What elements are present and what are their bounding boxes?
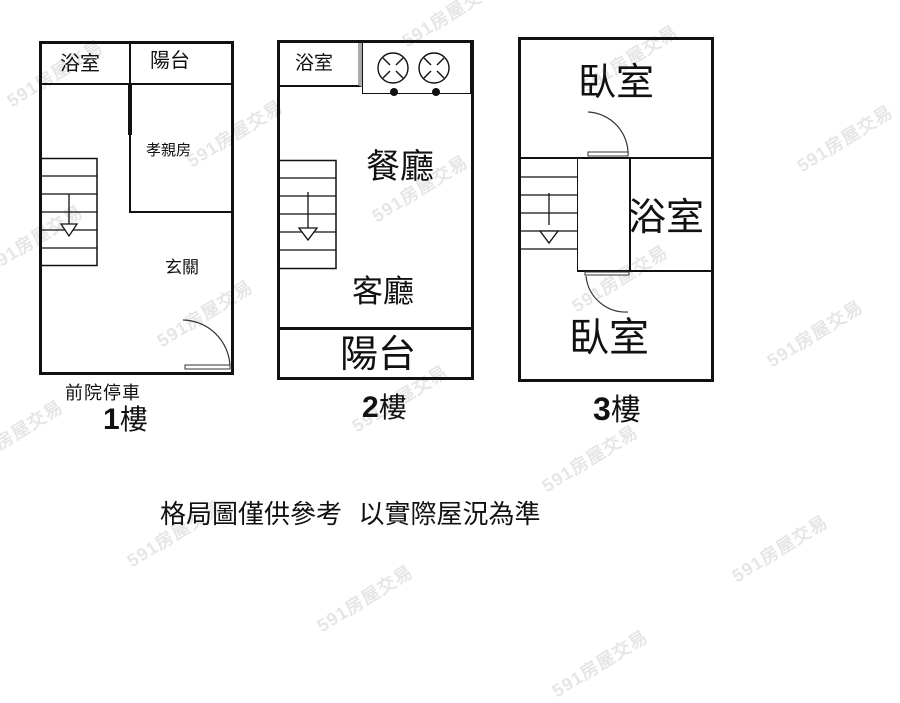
floor-suffix: 樓 [610, 393, 641, 428]
watermark: 591房屋交易 [313, 561, 417, 637]
floor-1-label: 1樓 [103, 405, 148, 435]
watermark: 591房屋交易 [548, 626, 652, 702]
room-label-entrance: 玄關 [165, 258, 199, 278]
floor-number: 3 [593, 391, 611, 427]
room-label-bathroom: 浴室 [295, 52, 334, 74]
room-label-bedroom-bottom: 臥室 [569, 315, 649, 361]
floor-number: 1 [103, 403, 120, 436]
down-arrow-icon [59, 223, 79, 238]
watermark: 591房屋交易 [0, 396, 67, 472]
floor-1-note: 前院停車 [65, 383, 141, 404]
room-label-bathroom: 浴室 [628, 195, 705, 239]
room-label-balcony: 陽台 [340, 332, 417, 376]
room-label-living: 客廳 [352, 274, 414, 310]
floor-suffix: 樓 [378, 391, 407, 424]
watermark: 591房屋交易 [763, 296, 867, 372]
stairs-icon [520, 176, 577, 250]
door-swing-icon[interactable] [180, 318, 235, 373]
room-label-bathroom: 浴室 [60, 51, 100, 75]
floor-3-label: 3樓 [593, 393, 641, 426]
door-swing-icon[interactable] [583, 270, 633, 315]
room-label-balcony: 陽台 [150, 48, 190, 72]
room-label-bedroom-top: 臥室 [578, 60, 655, 104]
watermark: 591房屋交易 [183, 96, 287, 172]
disclaimer-text: 格局圖僅供參考 以實際屋況為準 [160, 500, 541, 530]
down-arrow-icon [297, 227, 319, 242]
room-label-dining: 餐廳 [366, 147, 434, 187]
watermark: 591房屋交易 [728, 511, 832, 587]
down-arrow-icon [538, 230, 560, 245]
stairs-icon [40, 157, 98, 267]
watermark: 591房屋交易 [793, 101, 897, 177]
door-swing-icon[interactable] [586, 110, 631, 160]
stairs-icon [278, 159, 337, 270]
stove-burner-icon [377, 52, 450, 96]
floor-2-label: 2樓 [362, 393, 407, 423]
floor-number: 2 [362, 391, 379, 424]
watermark: 591房屋交易 [538, 421, 642, 497]
floor-suffix: 樓 [119, 403, 148, 436]
room-label-elder-room: 孝親房 [146, 141, 192, 159]
